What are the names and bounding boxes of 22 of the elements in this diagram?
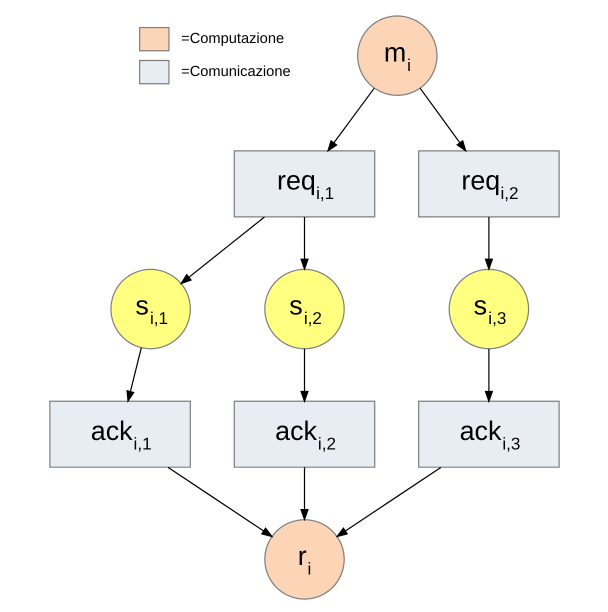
- arrow: [300, 348, 308, 404]
- node-box: ack$_{i,2}$: [233, 400, 375, 468]
- node-box: ack$_{i,3}$: [418, 400, 560, 468]
- arrow: [419, 88, 466, 152]
- arrow: [335, 466, 441, 538]
- arrow: [484, 348, 493, 404]
- arrow: [326, 88, 374, 152]
- node-box: req$_{i,2}$: [418, 150, 560, 218]
- arrow: [126, 348, 142, 403]
- arrow: [300, 217, 308, 271]
- node-box: req$_{i,1}$: [233, 150, 375, 218]
- node-box: ack$_{i,1}$: [48, 400, 190, 468]
- legend-label: =Comunicazione: [180, 64, 290, 80]
- legend-label: =Computazione: [180, 30, 284, 47]
- node-circle: m$_{i}$: [356, 15, 438, 96]
- node-circle: s$_{i,2}$: [264, 268, 344, 350]
- node-circle: s$_{i,3}$: [448, 268, 529, 350]
- arrow: [179, 216, 264, 285]
- arrow: [300, 467, 308, 522]
- arrow: [484, 217, 493, 271]
- arrow: [167, 466, 273, 538]
- node-circle: r$_{i}$: [264, 519, 344, 600]
